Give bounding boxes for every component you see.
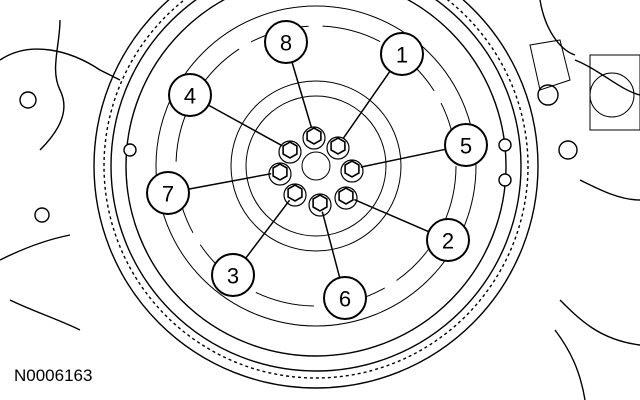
- callout-5: 5: [444, 123, 488, 167]
- crankshaft-bolt: [340, 159, 364, 183]
- callout-number: 3: [227, 264, 239, 289]
- flywheel-hole: [498, 138, 512, 152]
- callout-number: 6: [339, 287, 351, 312]
- callout-number: 4: [184, 84, 196, 109]
- crankshaft-bolt: [278, 140, 302, 164]
- flywheel-hole: [498, 173, 512, 187]
- callout-number: 7: [162, 182, 174, 207]
- callout-2: 2: [426, 218, 470, 262]
- leader-line-6: [321, 211, 341, 278]
- leader-line-7: [188, 172, 272, 190]
- leader-lines: [188, 61, 446, 278]
- callout-number: 5: [460, 134, 472, 159]
- callout-circle: [264, 20, 308, 64]
- leader-line-3: [245, 199, 291, 259]
- callout-circle: [444, 123, 488, 167]
- callout-circle: [146, 171, 190, 215]
- leader-line-2: [354, 198, 429, 233]
- callout-circle: [323, 276, 367, 320]
- crankshaft-bolt: [302, 126, 326, 150]
- crankshaft-bolt: [326, 136, 350, 160]
- callout-4: 4: [168, 73, 212, 117]
- block-bolt-hole: [34, 207, 50, 223]
- leader-line-4: [208, 104, 283, 147]
- crankshaft-bolts: [268, 126, 364, 217]
- callout-number: 2: [442, 229, 454, 254]
- flywheel-plate: [123, 0, 512, 357]
- callout-circle: [168, 73, 212, 117]
- callout-8: 8: [264, 20, 308, 64]
- callout-circle: [211, 253, 255, 297]
- callout-number: 1: [396, 43, 408, 68]
- callout-7: 7: [146, 171, 190, 215]
- block-bolt-hole: [19, 91, 37, 109]
- flywheel-ring-gear: [93, 0, 539, 389]
- leader-line-1: [342, 70, 391, 140]
- callout-6: 6: [323, 276, 367, 320]
- flywheel-hole: [123, 143, 137, 157]
- crankshaft-bolt: [268, 162, 292, 186]
- callout-circle: [380, 32, 424, 76]
- crankshaft-pilot: [301, 151, 331, 181]
- block-bolt-hole: [558, 140, 578, 160]
- leader-line-8: [291, 61, 313, 128]
- callout-3: 3: [211, 253, 255, 297]
- figure-code-label: N0006163: [14, 366, 93, 385]
- block-bolt-hole: [537, 84, 559, 106]
- crankshaft-bolt: [334, 186, 358, 210]
- crankshaft-bolt: [308, 193, 332, 217]
- callout-1: 1: [380, 32, 424, 76]
- callout-layer: 1 2 3 4 5 6 7 8: [146, 20, 488, 320]
- callout-number: 8: [280, 31, 292, 56]
- callout-circle: [426, 218, 470, 262]
- leader-line-5: [360, 148, 446, 168]
